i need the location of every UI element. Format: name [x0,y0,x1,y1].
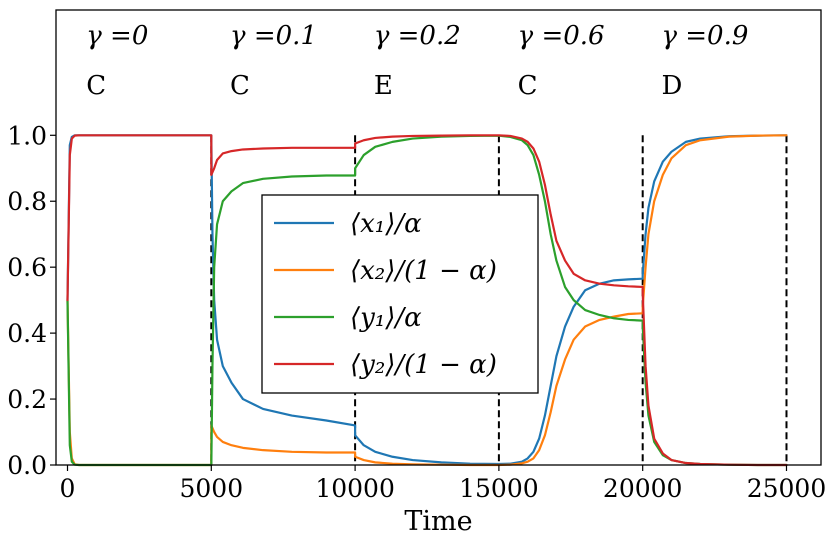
phase-annotations: γ =0 Cγ =0.1Cγ =0.2Eγ =0.6Cγ =0.9D [86,21,748,101]
phase-gamma-label: γ =0 [86,21,148,51]
phase-regime-label: E [374,71,393,101]
legend-label: ⟨y₁⟩/α [350,303,422,333]
y-tick-label: 0.6 [7,253,47,282]
x-tick-label: 20000 [603,474,683,503]
series-line-2 [66,134,788,467]
x-tick-label: 15000 [459,474,539,503]
legend-label: ⟨y₂⟩/(1 − α) [350,350,497,380]
legend-label: ⟨x₂⟩/(1 − α) [350,256,497,286]
x-axis-ticks: 0 5000 10000 15000 20000 25000 [60,465,827,503]
phase-gamma-label: γ =0.1 [230,21,317,51]
phase-regime-label: D [661,71,682,101]
x-tick-label: 0 [60,474,76,503]
x-tick-label: 25000 [747,474,827,503]
legend: ⟨x₁⟩/α ⟨x₂⟩/(1 − α) ⟨y₁⟩/α ⟨y₂⟩/(1 − α) [261,194,539,394]
y-tick-label: 0.8 [7,187,47,216]
series-line-4 [66,134,788,467]
x-tick-label: 10000 [315,474,395,503]
y-axis-ticks: 0.0 0.2 0.4 0.6 0.8 1.0 [7,121,56,480]
y-tick-label: 0.4 [7,319,47,348]
phase-gamma-label: γ =0.9 [661,21,748,51]
x-axis-label: Time [404,506,472,537]
legend-box [261,194,539,394]
phase-regime-label: C [230,71,250,101]
y-tick-label: 0.2 [7,385,47,414]
x-tick-label: 5000 [179,474,243,503]
legend-label: ⟨x₁⟩/α [350,209,422,239]
phase-regime-label: C [86,71,106,101]
phase-gamma-label: γ =0.2 [374,21,461,51]
phase-gamma-label: γ =0.6 [518,21,605,51]
y-tick-label: 1.0 [7,121,47,150]
axes-frame [55,9,822,466]
phase-regime-label: C [518,71,538,101]
series-lines [66,134,788,467]
y-tick-label: 0.0 [7,451,47,480]
